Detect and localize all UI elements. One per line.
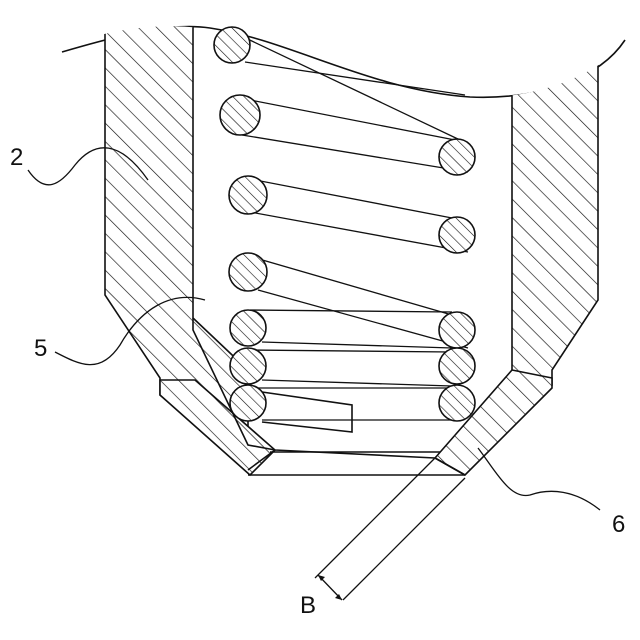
spring-strands xyxy=(235,33,468,420)
leader-6 xyxy=(478,448,600,510)
spring-coils-right xyxy=(439,139,475,421)
spring-end-tab xyxy=(262,392,352,432)
right-housing-wall xyxy=(512,10,598,385)
label-part-5: 5 xyxy=(34,335,47,362)
dimension-b-lines xyxy=(315,458,465,600)
label-part-2: 2 xyxy=(10,144,23,171)
label-part-6: 6 xyxy=(612,511,625,538)
label-dimension-b: B xyxy=(300,592,316,619)
